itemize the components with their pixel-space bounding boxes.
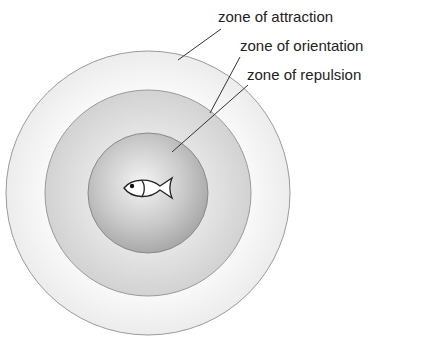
leader-line (210, 57, 240, 113)
fish-icon (124, 178, 172, 198)
zone-label: zone of attraction (218, 9, 333, 26)
zone-label: zone of repulsion (247, 67, 361, 84)
orientation-circle (45, 90, 251, 296)
repulsion-circle (88, 133, 208, 253)
zone-label: zone of orientation (240, 38, 363, 55)
attraction-circle (6, 51, 290, 335)
leader-line (178, 29, 221, 60)
leader-line (172, 85, 248, 152)
leader-lines (172, 29, 248, 152)
